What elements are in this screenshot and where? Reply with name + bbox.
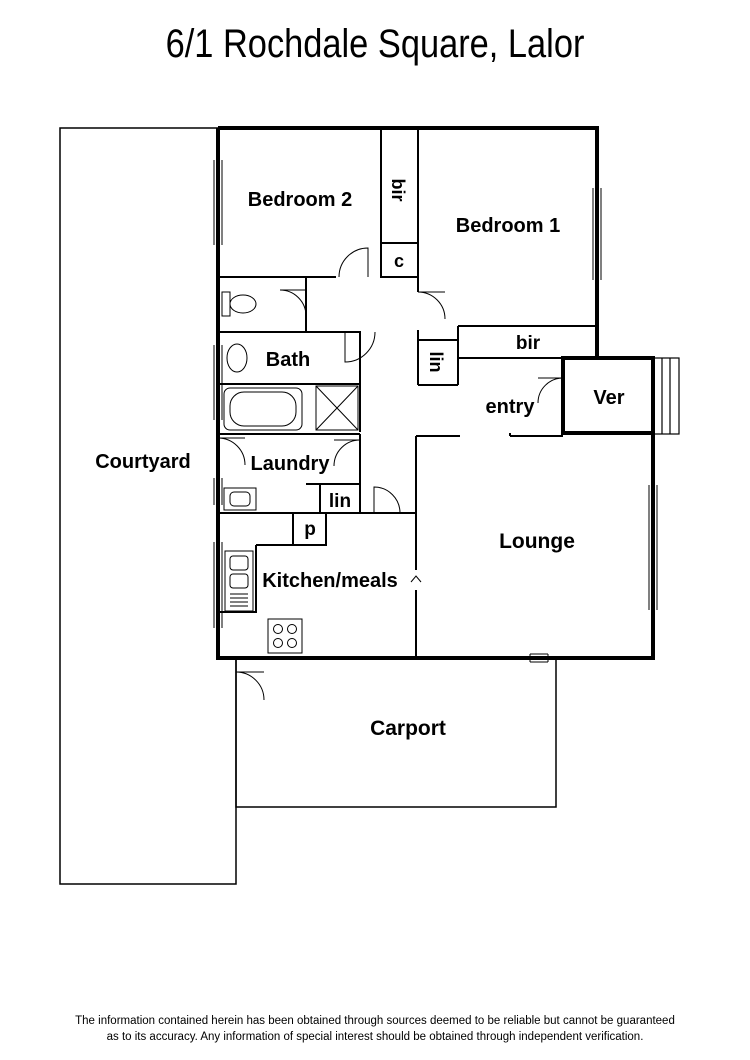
label-bedroom2: Bedroom 2 (248, 189, 352, 211)
toilet (221, 291, 257, 317)
label-kitchen: Kitchen/meals (262, 570, 398, 592)
label-lin-vertical: lin (426, 352, 446, 373)
stove (267, 618, 303, 654)
disclaimer-line-1: The information contained herein has bee… (75, 1015, 675, 1027)
disclaimer-line-2: as to its accuracy. Any information of s… (106, 1031, 644, 1043)
interior-walls (218, 128, 597, 658)
doors (217, 247, 564, 514)
label-bir-horizontal: bir (516, 333, 541, 354)
carport-door (235, 671, 265, 701)
page-title: 6/1 Rochdale Square, Lalor (165, 22, 585, 66)
label-carport: Carport (370, 717, 446, 740)
verandah-steps (652, 357, 680, 435)
label-cupboard: c (394, 251, 404, 271)
carport-outline (235, 658, 557, 808)
label-bath: Bath (266, 349, 310, 371)
label-lin-horizontal: lin (329, 491, 351, 512)
label-bir-vertical: bir (388, 178, 408, 201)
label-bedroom1: Bedroom 1 (456, 215, 560, 237)
windows (213, 160, 658, 663)
label-pantry: p (304, 519, 316, 540)
label-verandah: Ver (593, 387, 624, 409)
courtyard-outline (59, 127, 237, 885)
bathtub (223, 387, 303, 431)
kitchen-sink (224, 550, 254, 612)
label-laundry: Laundry (251, 453, 331, 475)
floor-plan: Bedroom 2 Bedroom 1 bir c lin bir Bath e… (59, 126, 680, 885)
label-courtyard: Courtyard (95, 451, 191, 473)
laundry-trough (223, 487, 257, 511)
arrow-marker (410, 575, 422, 583)
bath-basin (226, 343, 248, 373)
label-lounge: Lounge (499, 530, 575, 553)
shower (315, 385, 359, 431)
label-entry: entry (486, 396, 536, 418)
disclaimer: The information contained herein has bee… (40, 1013, 710, 1045)
